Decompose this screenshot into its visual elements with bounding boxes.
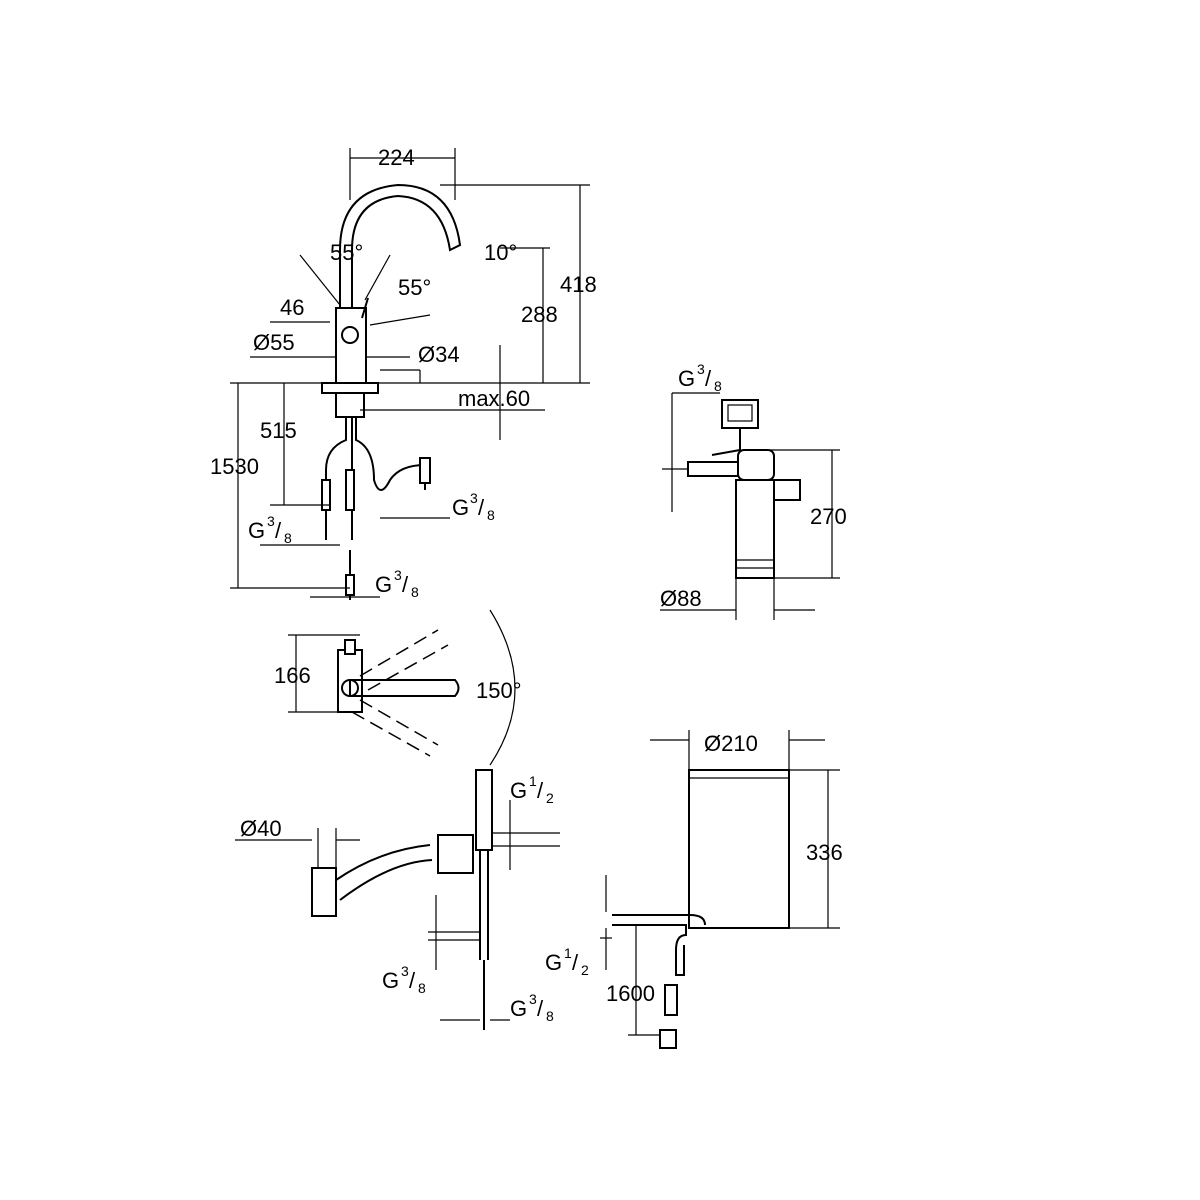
dim-46: 46 — [280, 295, 304, 320]
angle-150: 150° — [476, 678, 522, 703]
svg-text:G: G — [510, 996, 527, 1021]
angle-10: 10° — [484, 240, 517, 265]
svg-text:2: 2 — [581, 962, 589, 978]
svg-text:2: 2 — [546, 790, 554, 806]
svg-text:G: G — [510, 778, 527, 803]
svg-text:/: / — [275, 518, 282, 543]
dim-418: 418 — [560, 272, 597, 297]
svg-text:3: 3 — [394, 567, 402, 583]
angle-55-left: 55° — [330, 240, 363, 265]
svg-text:/: / — [402, 572, 409, 597]
dia-34: Ø34 — [418, 342, 460, 367]
svg-text:8: 8 — [714, 378, 722, 394]
svg-text:/: / — [537, 778, 544, 803]
dim-270: 270 — [810, 504, 847, 529]
svg-text:/: / — [478, 495, 485, 520]
svg-text:8: 8 — [487, 507, 495, 523]
svg-text:/: / — [705, 366, 712, 391]
max-60: max.60 — [458, 386, 530, 411]
svg-text:3: 3 — [529, 991, 537, 1007]
svg-text:G: G — [678, 366, 695, 391]
svg-text:3: 3 — [697, 361, 705, 377]
svg-text:8: 8 — [284, 530, 292, 546]
svg-text:3: 3 — [401, 963, 409, 979]
svg-text:8: 8 — [546, 1008, 554, 1024]
cable-1600: 1600 — [606, 981, 655, 1006]
dim-1530: 1530 — [210, 454, 259, 479]
dia-88: Ø88 — [660, 586, 702, 611]
svg-text:/: / — [572, 950, 579, 975]
svg-text:/: / — [409, 968, 416, 993]
svg-text:3: 3 — [267, 513, 275, 529]
dim-224: 224 — [378, 145, 415, 170]
faucet-top-view: 166 150° — [274, 609, 522, 766]
svg-text:G: G — [382, 968, 399, 993]
dia-210: Ø210 — [704, 731, 758, 756]
dia-40: Ø40 — [240, 816, 282, 841]
svg-text:G: G — [545, 950, 562, 975]
dim-288: 288 — [521, 302, 558, 327]
faucet-front-view: 224 10° 55° 55° 418 288 46 Ø55 Ø34 max.6… — [210, 145, 597, 600]
svg-text:3: 3 — [470, 490, 478, 506]
dia-55: Ø55 — [253, 330, 295, 355]
dim-166: 166 — [274, 663, 311, 688]
dim-515: 515 — [260, 418, 297, 443]
svg-text:G: G — [248, 518, 265, 543]
svg-text:1: 1 — [564, 945, 572, 961]
svg-text:8: 8 — [418, 980, 426, 996]
svg-text:1: 1 — [529, 773, 537, 789]
svg-text:/: / — [537, 996, 544, 1021]
svg-text:G: G — [452, 495, 469, 520]
dim-336: 336 — [806, 840, 843, 865]
svg-text:G: G — [375, 572, 392, 597]
angle-55-right: 55° — [398, 275, 431, 300]
svg-text:8: 8 — [411, 584, 419, 600]
